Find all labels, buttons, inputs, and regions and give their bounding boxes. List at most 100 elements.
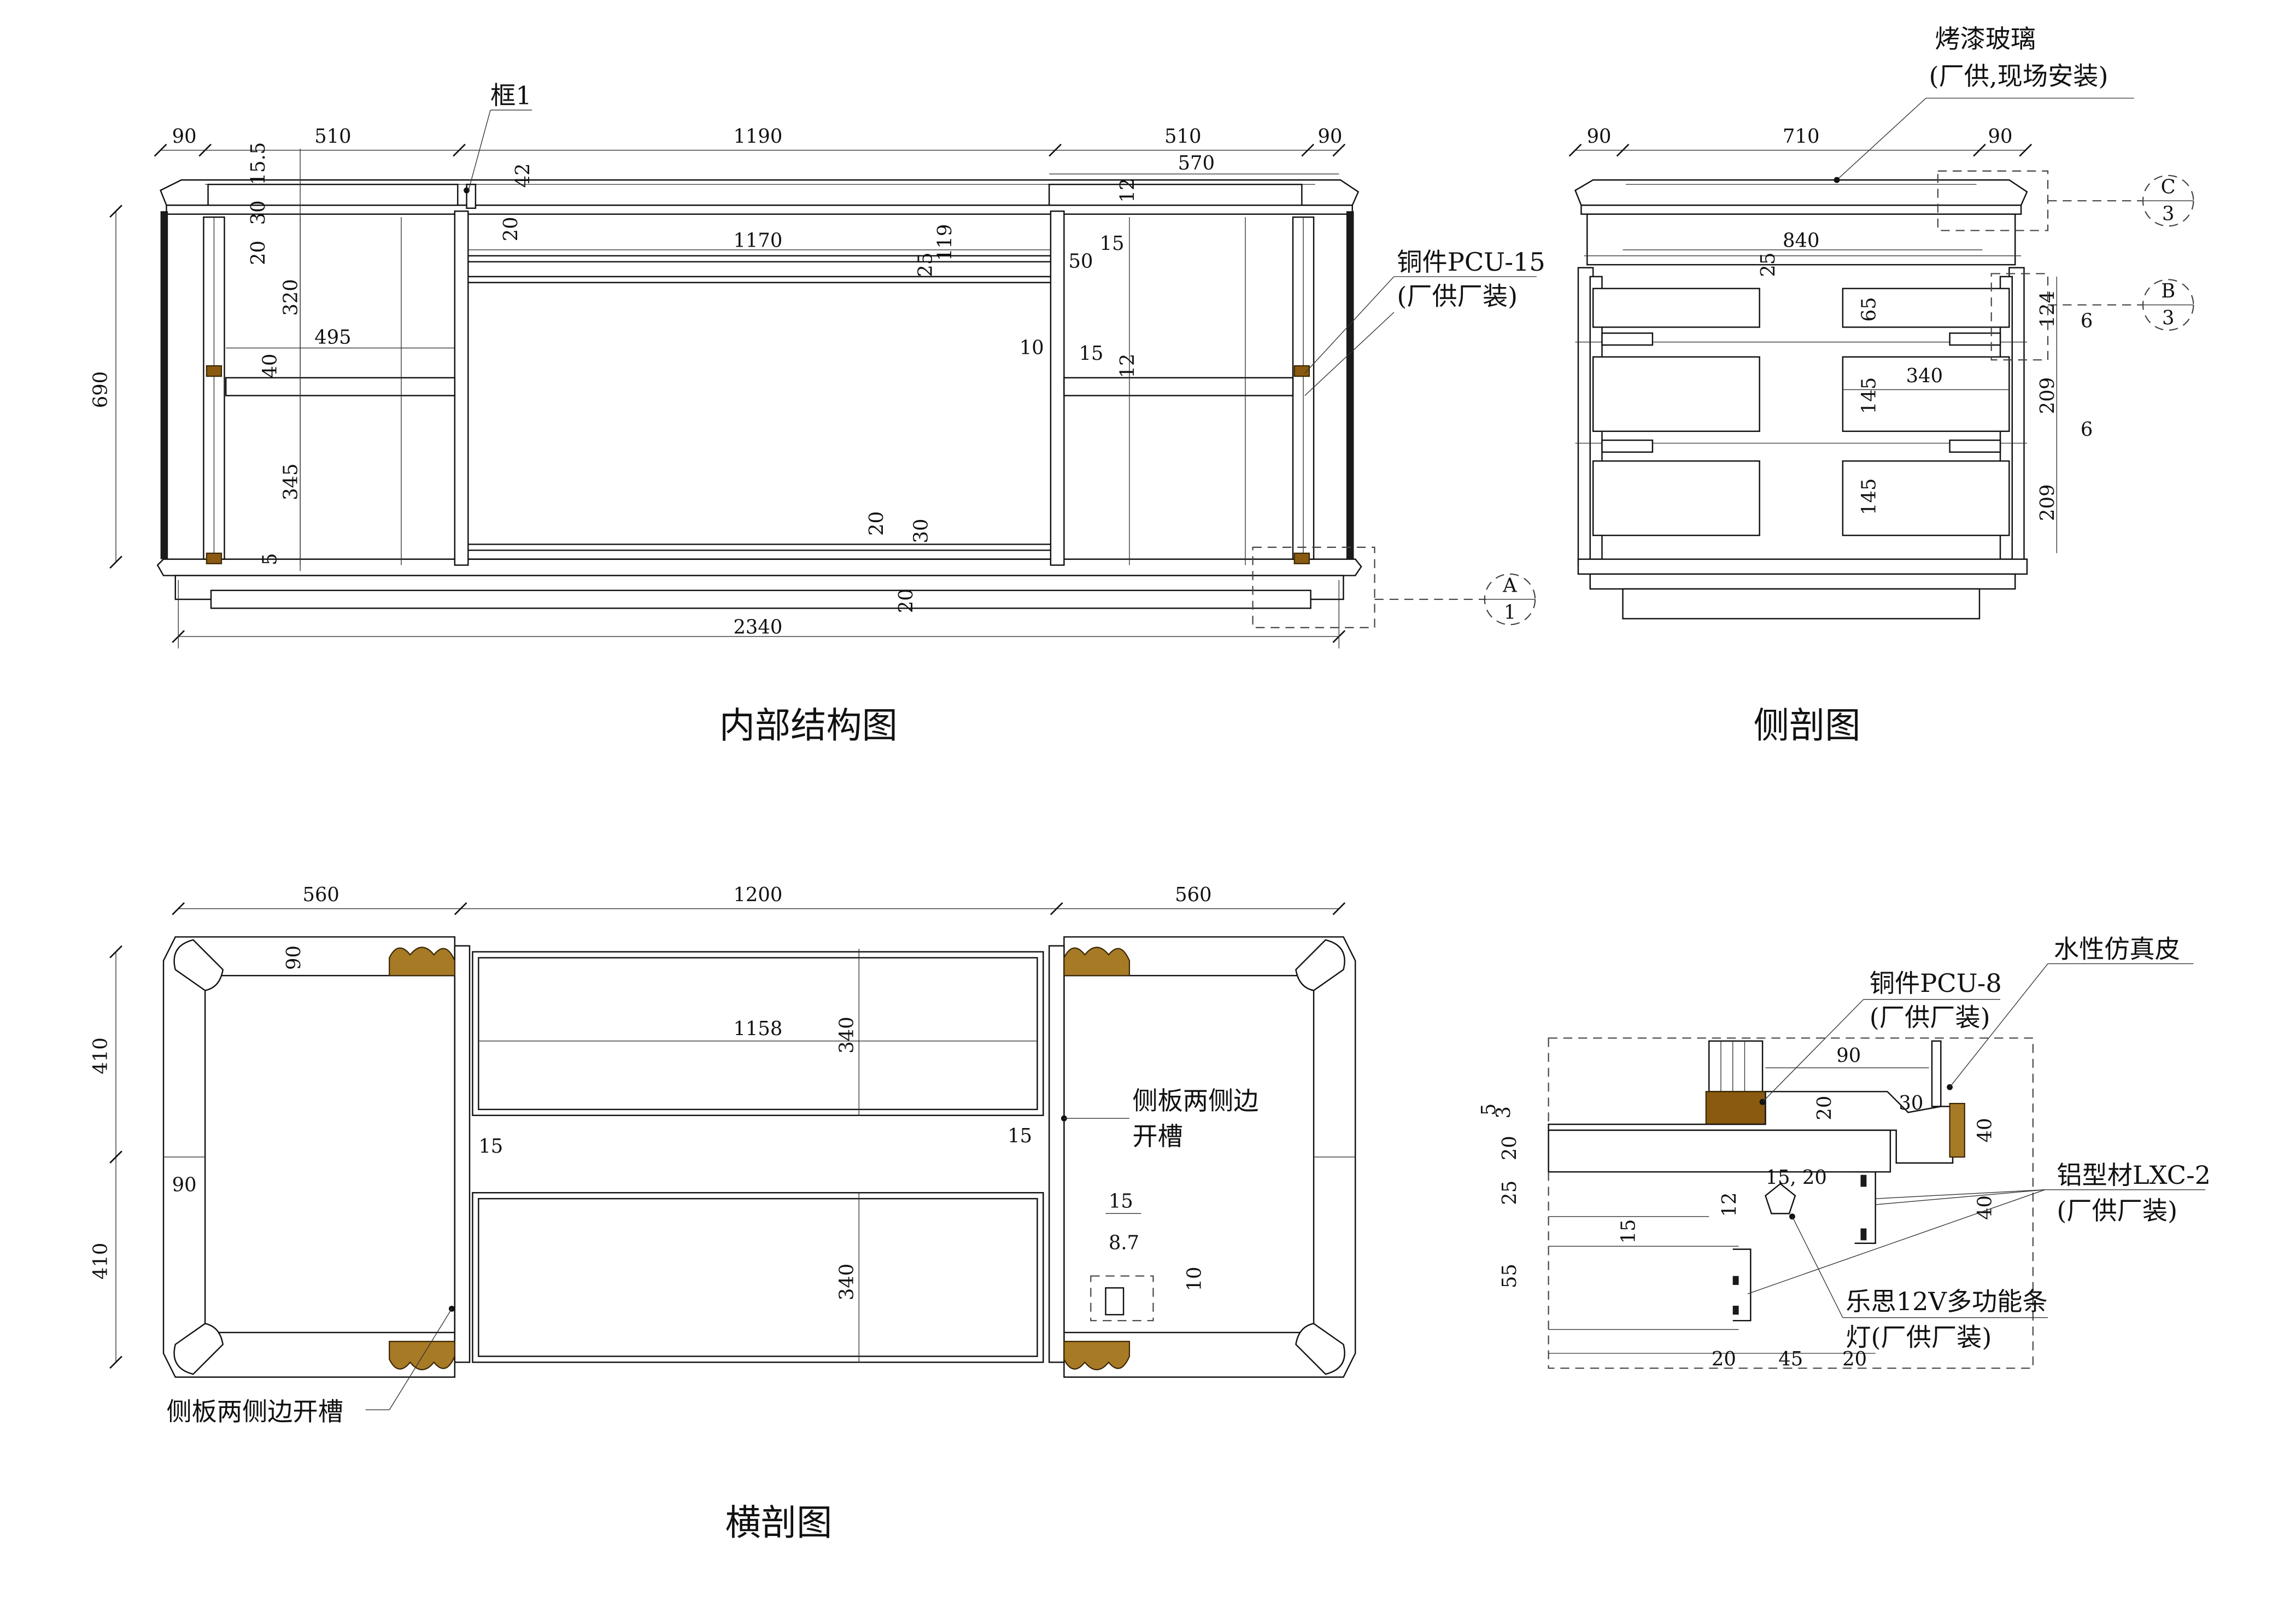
svg-text:340: 340 xyxy=(835,1264,858,1300)
callout-led-strip: 乐思12V多功能条 xyxy=(1846,1287,2047,1316)
dim-495: 495 xyxy=(314,326,351,348)
svg-text:90: 90 xyxy=(1836,1044,1861,1067)
interior-small-dimensions: 15.5 30 20 320 40 345 5 42 20 25 119 12 … xyxy=(247,142,1139,613)
callout-copper-pcu15-note: (厂供厂装) xyxy=(1397,282,1518,311)
svg-text:8.7: 8.7 xyxy=(1109,1232,1139,1254)
svg-text:1158: 1158 xyxy=(733,1018,782,1040)
svg-text:40: 40 xyxy=(1974,1118,1996,1143)
svg-text:209: 209 xyxy=(2036,377,2059,414)
svg-text:90: 90 xyxy=(1587,125,1612,148)
svg-text:710: 710 xyxy=(1783,125,1819,148)
interior-structure-view: 90 510 1190 510 90 570 690 xyxy=(90,80,1545,746)
svg-text:145: 145 xyxy=(1858,377,1881,414)
svg-text:20: 20 xyxy=(247,241,270,265)
svg-text:6: 6 xyxy=(2081,418,2093,441)
svg-text:12: 12 xyxy=(1116,178,1139,203)
dim-1170: 1170 xyxy=(733,229,782,252)
svg-text:560: 560 xyxy=(1175,884,1211,906)
dim-90-right: 90 xyxy=(1318,125,1343,148)
svg-text:320: 320 xyxy=(280,279,302,316)
callout-copper-pcu8: 铜件PCU-8 xyxy=(1870,968,2002,998)
copper-fitting xyxy=(1293,365,1310,377)
svg-text:40: 40 xyxy=(259,354,282,378)
interior-top-dimensions: 90 510 1190 510 90 570 xyxy=(154,125,1346,174)
callout-aluminium-profile: 铝型材LXC-2 xyxy=(2057,1160,2211,1190)
svg-text:119: 119 xyxy=(934,224,956,261)
dim-510-right: 510 xyxy=(1164,125,1201,148)
side-section-view: 90 710 90 840 25 340 65 145 145 xyxy=(1568,24,2194,746)
title-plan-section: 横剖图 xyxy=(725,1502,833,1544)
svg-text:410: 410 xyxy=(90,1037,112,1074)
callout-copper-pcu15: 铜件PCU-15 xyxy=(1397,247,1545,277)
callout-glass-note: (厂供,现场安装) xyxy=(1929,61,2108,91)
svg-text:10: 10 xyxy=(1020,336,1044,359)
svg-text:12: 12 xyxy=(1116,354,1139,378)
copper-fitting xyxy=(206,365,222,377)
callout-groove-left: 侧板两侧边开槽 xyxy=(166,1397,343,1426)
svg-text:90: 90 xyxy=(172,1174,197,1196)
detail-tag-b: B xyxy=(2161,280,2175,302)
svg-text:40: 40 xyxy=(1974,1195,1996,1220)
svg-text:20: 20 xyxy=(895,588,917,613)
plan-section-view: 560 1200 560 410 410 1158 340 340 90 xyxy=(90,884,1356,1544)
svg-text:6: 6 xyxy=(2081,309,2093,332)
svg-text:15: 15 xyxy=(1008,1125,1032,1147)
callout-groove-right: 侧板两侧边 xyxy=(1132,1086,1258,1115)
svg-text:345: 345 xyxy=(280,463,302,500)
svg-text:10: 10 xyxy=(1184,1267,1206,1292)
dim-2340: 2340 xyxy=(733,616,782,639)
svg-text:25: 25 xyxy=(1498,1181,1521,1205)
dim-510-left: 510 xyxy=(314,125,351,148)
copper-fitting xyxy=(1063,947,1131,977)
svg-text:42: 42 xyxy=(512,163,534,188)
svg-text:3: 3 xyxy=(2162,203,2174,225)
copper-fitting xyxy=(389,947,455,977)
svg-text:灯(厂供厂装): 灯(厂供厂装) xyxy=(1846,1322,1992,1352)
svg-text:55: 55 xyxy=(1498,1264,1521,1288)
detail-tag-a: A xyxy=(1502,574,1517,597)
svg-text:145: 145 xyxy=(1858,478,1881,515)
svg-text:410: 410 xyxy=(90,1243,112,1280)
svg-text:3: 3 xyxy=(1492,1106,1515,1118)
svg-text:15: 15 xyxy=(1617,1219,1639,1243)
callout-leather: 水性仿真皮 xyxy=(2054,934,2180,964)
svg-text:340: 340 xyxy=(1906,365,1943,387)
svg-text:15, 20: 15, 20 xyxy=(1766,1166,1827,1189)
title-side-section: 侧剖图 xyxy=(1754,705,1861,746)
dim-570: 570 xyxy=(1178,152,1215,174)
svg-text:20: 20 xyxy=(1712,1348,1736,1370)
svg-text:12: 12 xyxy=(1718,1193,1741,1217)
svg-text:30: 30 xyxy=(1899,1092,1923,1114)
interior-height-dimension: 690 xyxy=(90,205,122,569)
svg-text:15.5: 15.5 xyxy=(247,142,270,185)
copper-fitting xyxy=(206,552,222,564)
svg-text:20: 20 xyxy=(500,217,522,241)
svg-text:(厂供厂装): (厂供厂装) xyxy=(1870,1003,1990,1032)
svg-text:(厂供厂装): (厂供厂装) xyxy=(2057,1196,2177,1225)
svg-text:15: 15 xyxy=(478,1135,503,1158)
detail-section-view: 90 20 30 40 40 15, 20 12 15 5 3 20 25 55… xyxy=(1478,934,2211,1370)
svg-text:20: 20 xyxy=(1813,1096,1836,1120)
svg-text:45: 45 xyxy=(1778,1348,1803,1370)
svg-text:20: 20 xyxy=(865,511,888,536)
svg-text:20: 20 xyxy=(1842,1348,1867,1370)
svg-text:15: 15 xyxy=(1100,232,1124,255)
svg-text:开槽: 开槽 xyxy=(1132,1121,1182,1151)
svg-text:840: 840 xyxy=(1783,229,1819,252)
svg-text:209: 209 xyxy=(2036,484,2059,521)
svg-text:5: 5 xyxy=(259,553,282,565)
svg-text:1200: 1200 xyxy=(733,884,782,906)
title-interior-structure: 内部结构图 xyxy=(719,705,898,746)
svg-text:30: 30 xyxy=(247,200,270,225)
dim-1190: 1190 xyxy=(733,125,782,148)
copper-fitting xyxy=(1293,552,1310,564)
svg-text:20: 20 xyxy=(1498,1136,1521,1160)
svg-text:30: 30 xyxy=(910,518,932,543)
svg-text:50: 50 xyxy=(1069,250,1093,273)
svg-text:3: 3 xyxy=(2162,307,2174,329)
dim-690: 690 xyxy=(90,371,112,408)
copper-pcu8 xyxy=(1705,1091,1766,1125)
svg-text:90: 90 xyxy=(1988,125,2013,148)
svg-text:5: 5 xyxy=(1478,1103,1500,1115)
